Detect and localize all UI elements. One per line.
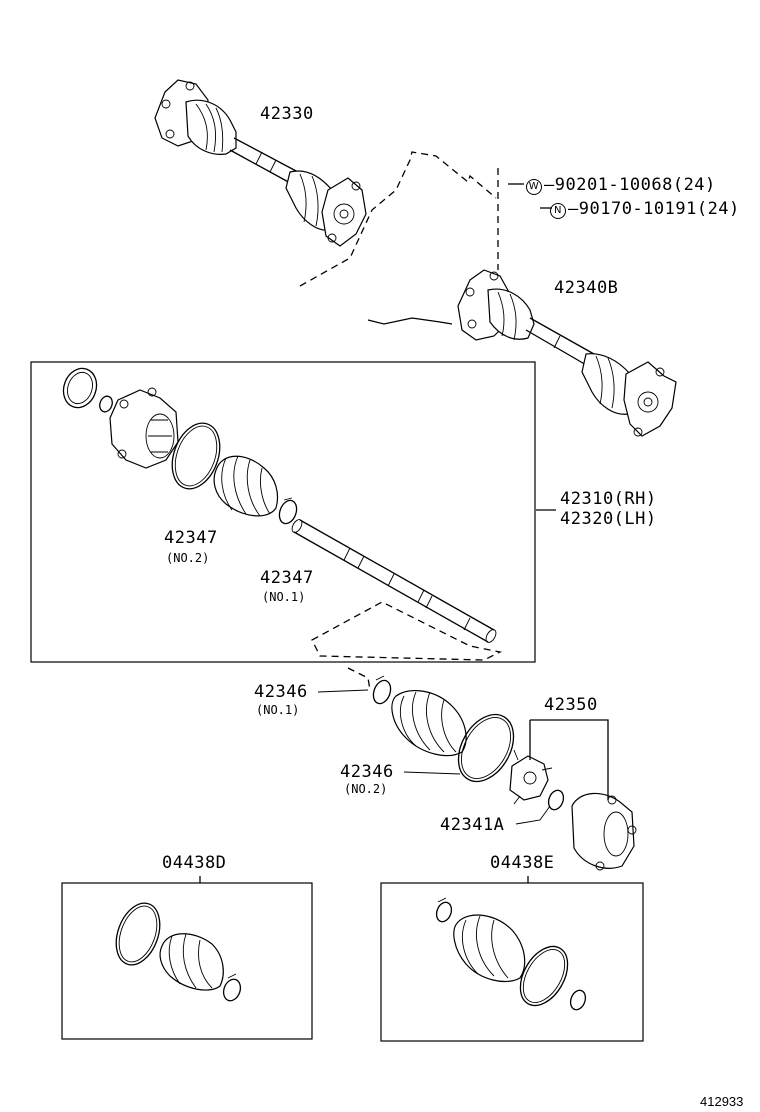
label-04438d: 04438D [162, 853, 227, 873]
nut-symbol-icon: N [550, 203, 566, 219]
nut-part-number: 90170-10191(24) [578, 199, 740, 219]
label-42346-no1: 42346 [254, 682, 308, 702]
label-42347-no2: 42347 [164, 528, 218, 548]
label-42346-no1-sub: (NO.1) [256, 703, 300, 717]
label-bolt-part: W—90201-10068(24) [526, 175, 716, 195]
drive-shaft-42330-drawing [154, 79, 367, 247]
bolt-part-number: 90201-10068(24) [554, 175, 716, 195]
label-42310-rh: 42310(RH) [560, 489, 657, 509]
inner-assembly-frame [30, 361, 536, 663]
inner-joint-exploded-drawing [62, 367, 502, 661]
outer-joint-exploded-drawing [347, 667, 637, 871]
bolt-symbol-icon: W [526, 179, 542, 195]
boot-kit-04438e-drawing [435, 897, 587, 1011]
label-42350: 42350 [544, 695, 598, 715]
label-42341a: 42341A [440, 815, 505, 835]
label-42347-no2-sub: (NO.2) [166, 551, 210, 565]
label-42330: 42330 [260, 104, 314, 124]
drive-shaft-42340b-drawing [457, 269, 677, 437]
boot-kit-04438d-drawing [115, 902, 242, 1002]
diagram-reference-number: 412933 [700, 1094, 744, 1109]
label-42347-no1-sub: (NO.1) [262, 590, 306, 604]
label-42320-lh: 42320(LH) [560, 509, 657, 529]
boot-kit-04438e-frame [380, 882, 644, 1042]
label-42347-no1: 42347 [260, 568, 314, 588]
label-42340b: 42340B [554, 278, 619, 298]
label-42346-no2-sub: (NO.2) [344, 782, 388, 796]
label-nut-part: N—90170-10191(24) [550, 199, 740, 219]
label-04438e: 04438E [490, 853, 555, 873]
label-42346-no2: 42346 [340, 762, 394, 782]
boot-kit-04438d-frame [61, 882, 313, 1040]
